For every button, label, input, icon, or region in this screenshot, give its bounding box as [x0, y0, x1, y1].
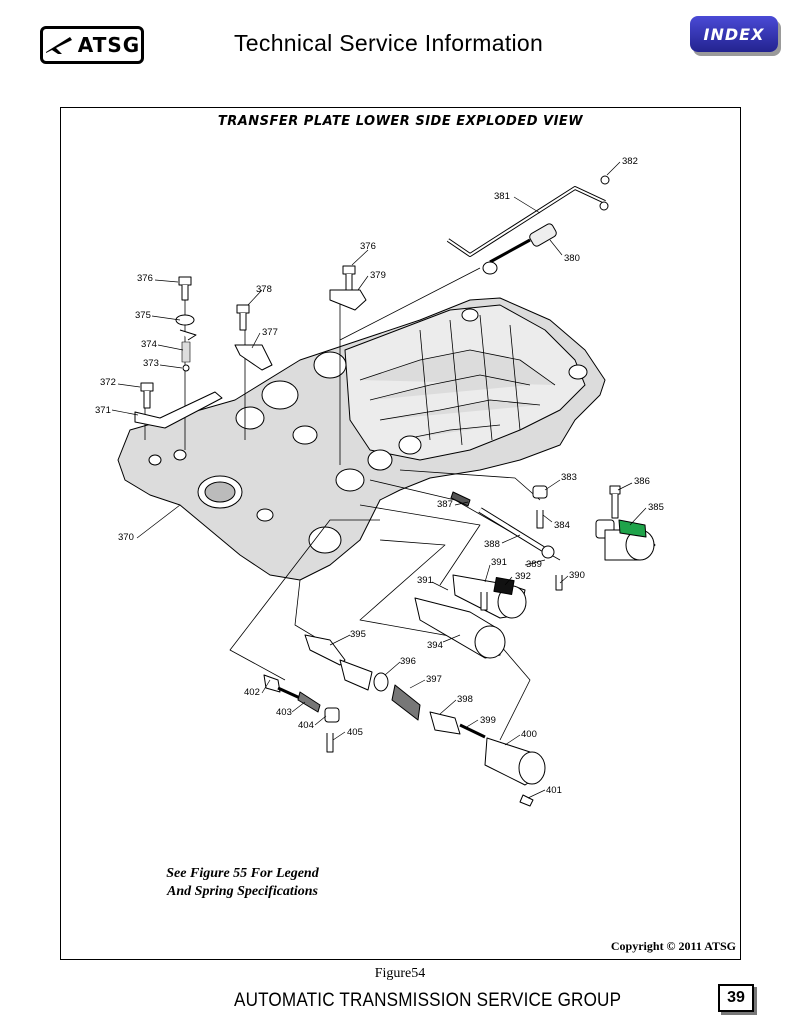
callout-388: 388: [484, 539, 500, 550]
callout-400: 400: [521, 729, 537, 740]
figure-label: Figure54: [374, 966, 426, 981]
legend-note-line2: And Spring Specifications: [167, 884, 318, 899]
callout-374: 374: [141, 339, 157, 350]
page-title: Technical Service Information: [234, 30, 544, 56]
callout-402: 402: [244, 687, 260, 698]
footer-title: AUTOMATIC TRANSMISSION SERVICE GROUP: [234, 990, 622, 1011]
callout-395: 395: [350, 629, 366, 640]
callout-376b: 376: [137, 273, 153, 284]
logo-text: ATSG: [77, 33, 141, 57]
callout-378: 378: [256, 284, 272, 295]
callout-leaders: [111, 161, 647, 799]
callout-377: 377: [262, 327, 278, 338]
callout-392: 392: [515, 571, 531, 582]
callout-384: 384: [554, 520, 570, 531]
legend-note-line1: See Figure 55 For Legend: [166, 866, 319, 881]
atsg-logo: ATSG: [40, 26, 144, 64]
callout-386: 386: [634, 476, 650, 487]
callout-404: 404: [298, 720, 314, 731]
callout-375: 375: [135, 310, 151, 321]
index-button[interactable]: INDEX: [690, 16, 778, 52]
callout-396: 396: [400, 656, 416, 667]
callout-371: 371: [95, 405, 111, 416]
callout-397: 397: [426, 674, 442, 685]
solenoid-connector-392: [493, 577, 515, 595]
rod-assembly: [446, 175, 610, 275]
callout-383: 383: [561, 472, 577, 483]
callout-401: 401: [546, 785, 562, 796]
callout-376a: 376: [360, 241, 376, 252]
lower-components: [263, 634, 546, 807]
callout-389: 389: [526, 559, 542, 570]
callout-391b: 391: [417, 575, 433, 586]
callout-370: 370: [118, 532, 134, 543]
callout-labels: 382 381 376 380 379 376 378 375 377 374 …: [95, 156, 664, 796]
callout-385: 385: [648, 502, 664, 513]
diagram-title: TRANSFER PLATE LOWER SIDE EXPLODED VIEW: [217, 114, 584, 129]
bolts-and-brackets: [134, 265, 367, 429]
page-number: 39: [718, 984, 754, 1012]
legend-note: See Figure 55 For Legend And Spring Spec…: [150, 865, 335, 901]
diagram-frame: [60, 107, 741, 960]
copyright: Copyright © 2011 ATSG: [610, 939, 736, 953]
callout-380: 380: [564, 253, 580, 264]
right-components: [414, 485, 656, 659]
callout-382: 382: [622, 156, 638, 167]
callout-372: 372: [100, 377, 116, 388]
callout-394: 394: [427, 640, 443, 651]
plane-icon: [45, 37, 72, 54]
callout-379: 379: [370, 270, 386, 281]
callout-398: 398: [457, 694, 473, 705]
callout-387: 387: [437, 499, 453, 510]
callout-399: 399: [480, 715, 496, 726]
transfer-plate-body: [117, 297, 606, 581]
solenoid-connector-385-highlight: [618, 519, 647, 538]
callout-373: 373: [143, 358, 159, 369]
callout-405: 405: [347, 727, 363, 738]
callout-403: 403: [276, 707, 292, 718]
callout-390: 390: [569, 570, 585, 581]
callout-381: 381: [494, 191, 510, 202]
callout-391a: 391: [491, 557, 507, 568]
